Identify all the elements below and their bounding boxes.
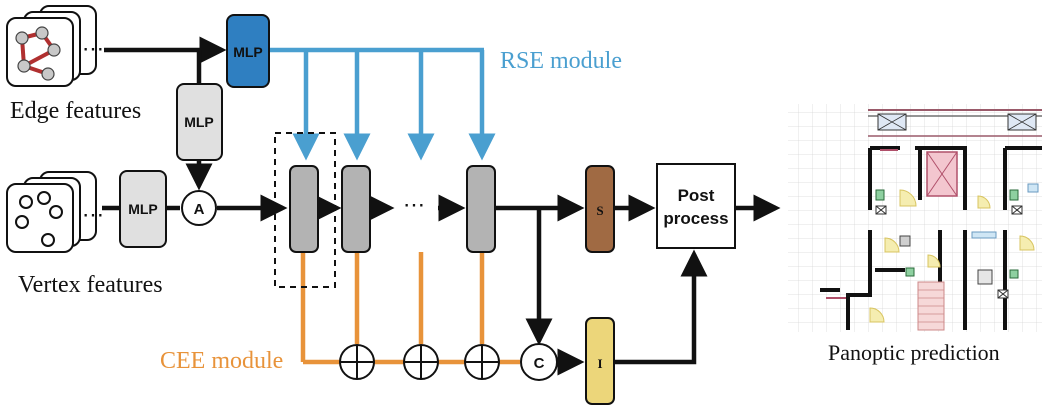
edge-features-label: Edge features [10,98,141,124]
mlp-vertex-block: MLP [119,170,167,248]
mlp-vertex-label: MLP [128,201,158,217]
edge-features-ellipsis: ⋯ [82,36,104,61]
instance-head-i: I [585,317,615,405]
aggregate-op-a: A [181,190,217,226]
vertex-features-label: Vertex features [18,272,163,298]
rse-connectors [270,47,496,161]
panoptic-prediction-label: Panoptic prediction [828,340,1000,365]
post-line-2: process [663,209,728,228]
first-layer-highlight [274,132,336,288]
layer-block-n [466,165,496,253]
mlp-mid-block: MLP [176,83,223,161]
layer-block-2 [341,165,371,253]
layer-block-1 [289,165,319,253]
layer-blocks [289,165,496,253]
op-c-label: C [534,355,545,372]
sum-node-2 [403,344,439,380]
op-s-label: S [596,203,603,218]
post-line-1: Post [678,186,715,205]
black-connectors [102,36,781,376]
sum-nodes [339,344,500,380]
panoptic-floorplan-image [788,104,1042,332]
op-a-label: A [194,201,205,218]
op-i-label: I [597,356,602,371]
mlp-top-label: MLP [233,44,263,60]
cee-module-label: CEE module [160,348,283,374]
edge-features-icon [6,5,97,87]
vertex-features-ellipsis: ⋯ [82,202,104,227]
sum-node-1 [339,344,375,380]
semantic-head-s: S [585,165,615,253]
layer-chain-ellipsis: ⋯ [403,192,425,217]
sum-node-3 [464,344,500,380]
rse-module-label: RSE module [500,48,622,74]
post-process-block: Post process [656,163,736,249]
mlp-top-block: MLP [226,14,270,88]
vertex-features-icon [6,171,97,253]
concat-op-c: C [520,343,558,381]
mlp-mid-label: MLP [184,114,214,130]
